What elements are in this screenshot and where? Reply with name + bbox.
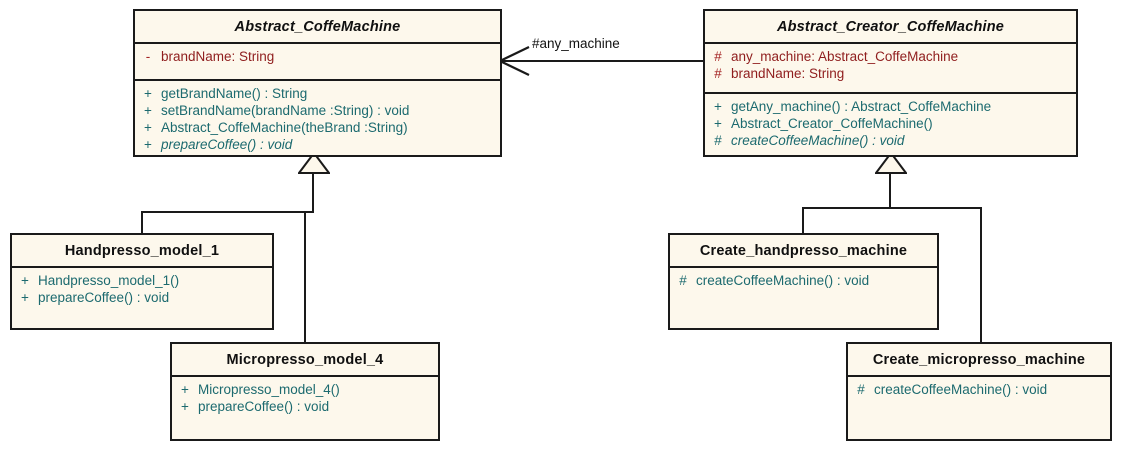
method-row: + Abstract_CoffeMachine(theBrand :String… (135, 119, 500, 136)
visibility-marker: # (714, 49, 722, 64)
class-name-create-handpresso-machine: Create_handpresso_machine (699, 242, 908, 259)
visibility-marker: + (21, 273, 29, 288)
visibility-marker: + (144, 86, 152, 101)
method-row: + setBrandName(brandName :String) : void (135, 102, 500, 119)
class-box-micropresso-model-4[interactable]: Micropresso_model_4 + Micropresso_model_… (170, 342, 440, 441)
attribute-row: # brandName: String (705, 65, 1076, 82)
association-label-any-machine: #any_machine (532, 36, 620, 51)
visibility-marker: + (714, 116, 722, 131)
compartment-separator (12, 266, 272, 268)
class-box-create-micropresso-machine[interactable]: Create_micropresso_machine # createCoffe… (846, 342, 1112, 441)
generalization-drop-micropresso (304, 211, 306, 342)
compartment-separator (848, 375, 1110, 377)
method-row: # createCoffeeMachine() : void (848, 381, 1110, 398)
method-row-abstract: # createCoffeeMachine() : void (705, 132, 1076, 149)
visibility-marker: + (144, 137, 152, 152)
method-text: prepareCoffee() : void (198, 399, 330, 414)
methods-compartment: + getBrandName() : String + setBrandName… (135, 81, 500, 157)
compartment-separator (705, 92, 1076, 94)
visibility-marker: + (144, 120, 152, 135)
method-text: createCoffeeMachine() : void (731, 133, 905, 148)
compartment-separator (172, 375, 438, 377)
method-row: + getBrandName() : String (135, 85, 500, 102)
visibility-marker: # (714, 133, 722, 148)
method-text: Micropresso_model_4() (198, 382, 340, 397)
method-row: + Handpresso_model_1() (12, 272, 272, 289)
class-box-abstract-creator-coffemachine[interactable]: Abstract_Creator_CoffeMachine # any_mach… (703, 9, 1078, 157)
class-box-abstract-coffemachine[interactable]: Abstract_CoffeMachine - brandName: Strin… (133, 9, 502, 157)
method-text: getAny_machine() : Abstract_CoffeMachine (731, 99, 992, 114)
attribute-text: brandName: String (731, 66, 845, 81)
method-row: # createCoffeeMachine() : void (670, 272, 937, 289)
association-line-any-machine (500, 60, 705, 62)
open-arrowhead-icon (497, 46, 530, 76)
method-row: + Micropresso_model_4() (172, 381, 438, 398)
compartment-separator (670, 266, 937, 268)
compartment-separator (135, 79, 500, 81)
generalization-drop-create-handpresso (802, 207, 804, 235)
generalization-drop-create-micropresso (980, 207, 982, 342)
class-name-create-micropresso-machine: Create_micropresso_machine (872, 351, 1086, 368)
generalization-crossbar-left (141, 211, 314, 213)
generalization-triangle-left (298, 152, 330, 174)
method-text: setBrandName(brandName :String) : void (161, 103, 410, 118)
method-row-abstract: + prepareCoffee() : void (135, 136, 500, 153)
class-box-handpresso-model-1[interactable]: Handpresso_model_1 + Handpresso_model_1(… (10, 233, 274, 330)
class-name-micropresso-model-4: Micropresso_model_4 (226, 351, 384, 368)
class-name-abstract-creator-coffemachine: Abstract_Creator_CoffeMachine (776, 18, 1005, 35)
visibility-marker: + (144, 103, 152, 118)
compartment-separator (705, 42, 1076, 44)
generalization-drop-handpresso (141, 211, 143, 235)
compartment-separator (135, 42, 500, 44)
visibility-marker: + (21, 290, 29, 305)
attribute-row: - brandName: String (135, 48, 500, 65)
methods-compartment: + Handpresso_model_1() + prepareCoffee()… (12, 268, 272, 310)
class-name-handpresso-model-1: Handpresso_model_1 (64, 242, 220, 259)
method-row: + getAny_machine() : Abstract_CoffeMachi… (705, 98, 1076, 115)
methods-compartment: + Micropresso_model_4() + prepareCoffee(… (172, 377, 438, 419)
method-text: prepareCoffee() : void (38, 290, 170, 305)
generalization-triangle-right (875, 152, 907, 174)
method-text: getBrandName() : String (161, 86, 308, 101)
method-row: + prepareCoffee() : void (172, 398, 438, 415)
attribute-text: any_machine: Abstract_CoffeMachine (731, 49, 959, 64)
attributes-compartment: # any_machine: Abstract_CoffeMachine # b… (705, 44, 1076, 92)
method-text: createCoffeeMachine() : void (874, 382, 1048, 397)
generalization-stem-right (889, 168, 891, 209)
visibility-marker: + (714, 99, 722, 114)
attributes-compartment: - brandName: String (135, 44, 500, 79)
method-text: Handpresso_model_1() (38, 273, 180, 288)
attribute-row: # any_machine: Abstract_CoffeMachine (705, 48, 1076, 65)
method-text: prepareCoffee() : void (161, 137, 293, 152)
method-row: + Abstract_Creator_CoffeMachine() (705, 115, 1076, 132)
methods-compartment: # createCoffeeMachine() : void (848, 377, 1110, 402)
visibility-marker: # (714, 66, 722, 81)
methods-compartment: # createCoffeeMachine() : void (670, 268, 937, 293)
visibility-marker: # (679, 273, 687, 288)
visibility-marker: + (181, 399, 189, 414)
visibility-marker: + (181, 382, 189, 397)
method-text: Abstract_Creator_CoffeMachine() (731, 116, 933, 131)
class-name-abstract-coffemachine: Abstract_CoffeMachine (234, 18, 401, 35)
class-box-create-handpresso-machine[interactable]: Create_handpresso_machine # createCoffee… (668, 233, 939, 330)
attribute-text: brandName: String (161, 49, 275, 64)
visibility-marker: # (857, 382, 865, 397)
method-text: createCoffeeMachine() : void (696, 273, 870, 288)
method-text: Abstract_CoffeMachine(theBrand :String) (161, 120, 408, 135)
generalization-stem-left (312, 168, 314, 213)
generalization-crossbar-right (802, 207, 982, 209)
visibility-marker: - (145, 49, 151, 64)
methods-compartment: + getAny_machine() : Abstract_CoffeMachi… (705, 94, 1076, 153)
method-row: + prepareCoffee() : void (12, 289, 272, 306)
